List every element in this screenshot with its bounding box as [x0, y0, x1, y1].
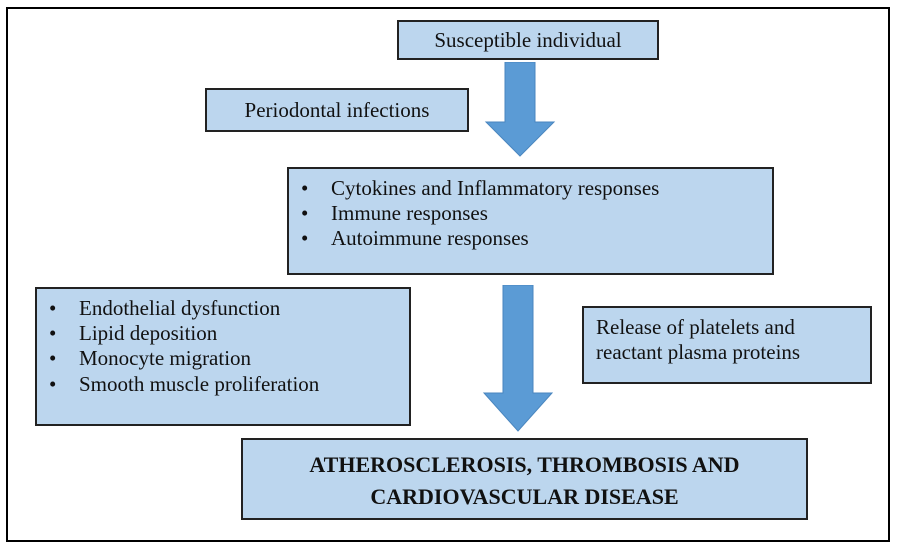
list-item: •Monocyte migration [49, 346, 252, 371]
immune-responses-box: •Cytokines and Inflammatory responses •I… [287, 167, 774, 275]
down-arrow-bottom [482, 285, 554, 432]
list-item: •Endothelial dysfunction [49, 296, 281, 320]
periodontal-infections-box: Periodontal infections [205, 88, 469, 132]
outcome-line2: CARDIOVASCULAR DISEASE [370, 483, 679, 509]
list-item: •Smooth muscle proliferation [49, 371, 320, 396]
vascular-effects-list: •Endothelial dysfunction •Lipid depositi… [37, 296, 409, 397]
periodontal-infections-label: Periodontal infections [244, 98, 430, 122]
list-item: •Immune responses [301, 201, 488, 226]
list-item: •Cytokines and Inflammatory responses [301, 176, 660, 200]
down-arrow-top [484, 62, 556, 157]
diagram-frame [6, 7, 890, 542]
list-item: •Lipid deposition [49, 321, 218, 346]
platelet-release-box: Release of platelets and reactant plasma… [582, 306, 872, 384]
susceptible-individual-label: Susceptible individual [434, 28, 622, 52]
outcome-box: ATHEROSCLEROSIS, THROMBOSIS AND CARDIOVA… [241, 438, 808, 520]
vascular-effects-box: •Endothelial dysfunction •Lipid depositi… [35, 287, 411, 426]
susceptible-individual-box: Susceptible individual [397, 20, 659, 60]
immune-responses-list: •Cytokines and Inflammatory responses •I… [289, 176, 772, 252]
list-item: •Autoimmune responses [301, 226, 529, 251]
platelet-release-line1: Release of platelets and [596, 315, 795, 339]
platelet-release-line2: reactant plasma proteins [596, 340, 801, 365]
outcome-line1: ATHEROSCLEROSIS, THROMBOSIS AND [309, 452, 740, 477]
